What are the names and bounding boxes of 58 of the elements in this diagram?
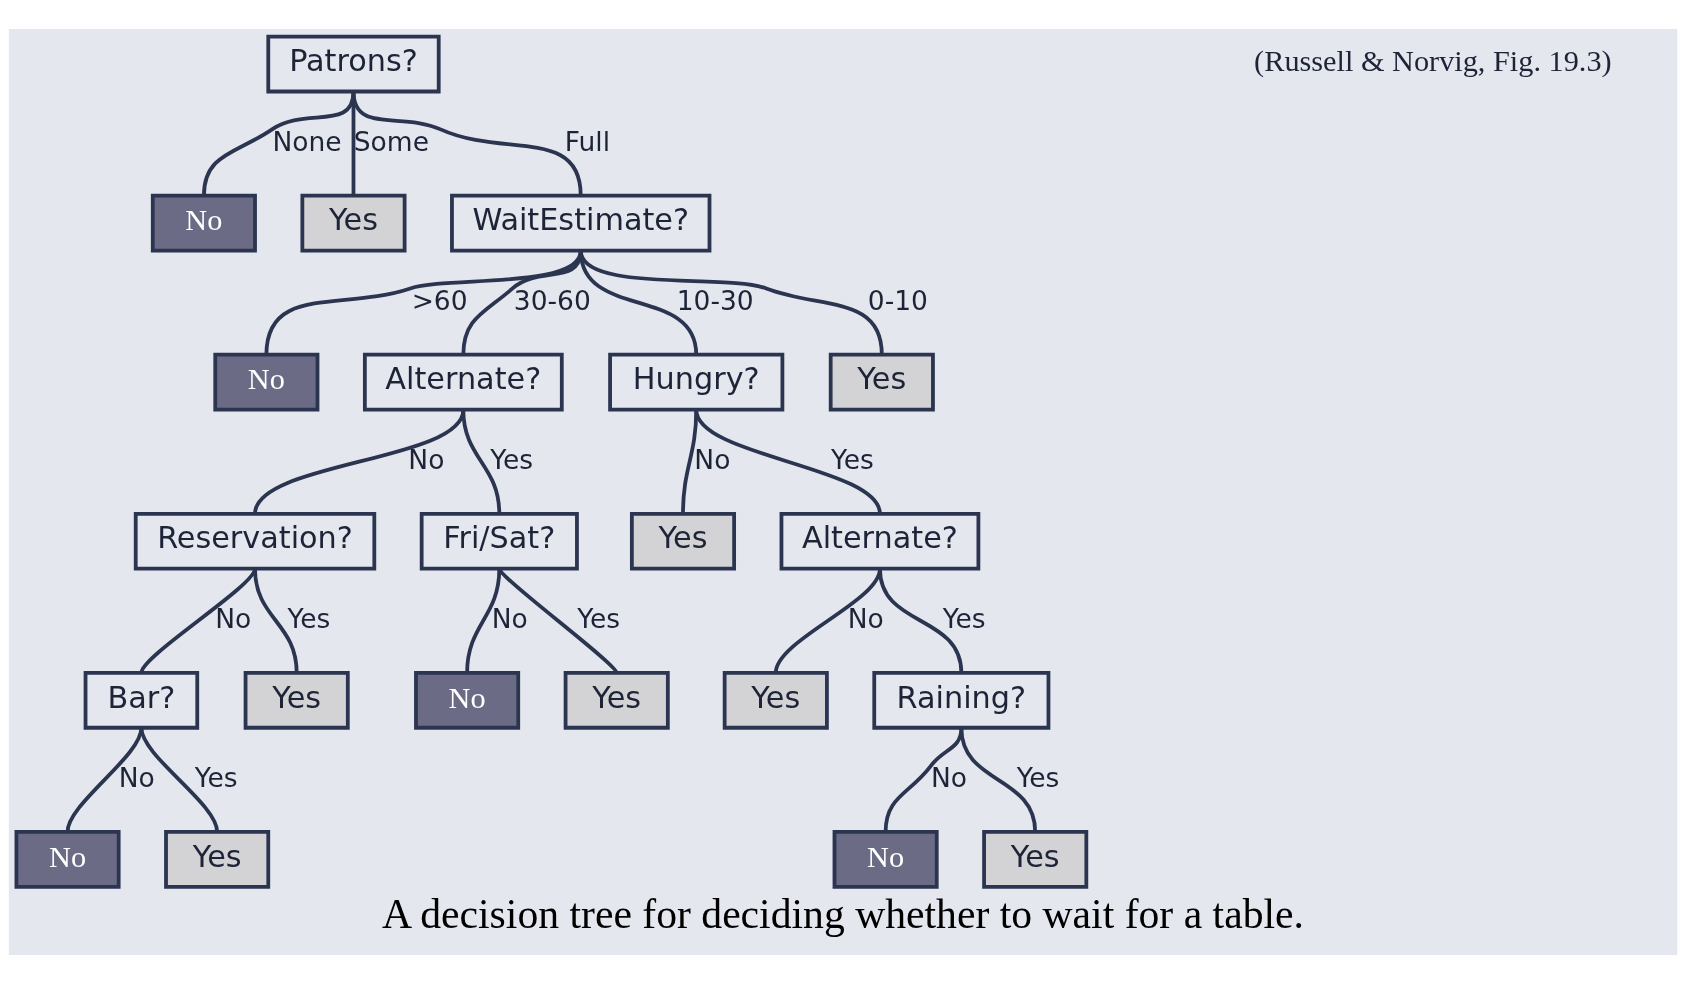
connector — [959, 727, 1038, 832]
edge-label: No — [408, 443, 445, 475]
edge-label: Yes — [287, 602, 331, 634]
edge-label: No — [491, 602, 528, 634]
node-box: No — [213, 352, 320, 412]
node-box: WaitEstimate? — [450, 193, 712, 252]
edge-label: Yes — [577, 602, 621, 634]
node-box: Raining? — [872, 670, 1051, 730]
node-box: Yes — [164, 829, 271, 889]
node-box: Fri/Sat? — [419, 511, 579, 571]
edge-label: None — [272, 125, 342, 157]
edge-label: No — [694, 443, 731, 475]
edge-label: No — [931, 761, 968, 793]
node-box: No — [14, 829, 121, 889]
connector — [694, 408, 882, 514]
edge-label: 10-30 — [676, 284, 754, 316]
edge-label: Yes — [942, 602, 986, 634]
connector — [202, 90, 356, 196]
edge-label: Full — [564, 125, 611, 157]
connector — [461, 409, 502, 514]
edge-label: >60 — [411, 284, 468, 316]
edge-label: 0-10 — [867, 284, 928, 316]
edge-label: Yes — [490, 443, 533, 475]
node-box: Bar? — [83, 670, 200, 730]
edge-label: Yes — [831, 443, 874, 475]
connector — [578, 249, 884, 355]
caption: A decision tree for deciding whether to wait for a table. — [382, 890, 1304, 937]
connector — [351, 90, 583, 196]
node-box: Yes — [243, 670, 350, 730]
connector — [878, 567, 964, 673]
label: (Russell & Norvig, Fig. 19.3) — [1254, 43, 1612, 78]
edge-label: Yes — [194, 761, 238, 793]
connector — [65, 726, 144, 832]
node-box: Yes — [563, 670, 670, 730]
edge-label: 30-60 — [513, 284, 591, 316]
node-box: Patrons? — [266, 34, 441, 93]
node-box: Alternate? — [779, 511, 981, 571]
edge-label: No — [215, 602, 252, 634]
edge-label: Some — [353, 125, 429, 157]
edge-label: Yes — [1016, 761, 1060, 793]
node-box: Yes — [722, 670, 829, 730]
edge-label: No — [847, 602, 884, 634]
connector — [253, 568, 299, 673]
node-box: No — [832, 829, 939, 889]
edge-label: No — [118, 761, 155, 793]
node-box: Hungry? — [608, 352, 785, 412]
node-box: Yes — [300, 193, 407, 252]
node-box: Yes — [828, 352, 935, 412]
node-box: Reservation? — [133, 511, 377, 571]
connector — [465, 568, 502, 673]
node-box: Yes — [982, 829, 1089, 889]
connector — [883, 727, 964, 832]
node-box: Alternate? — [362, 352, 564, 412]
connector — [681, 409, 699, 514]
connector — [139, 726, 219, 832]
node-box: Yes — [629, 511, 736, 571]
node-box: No — [414, 670, 521, 730]
node-box: No — [150, 193, 257, 252]
